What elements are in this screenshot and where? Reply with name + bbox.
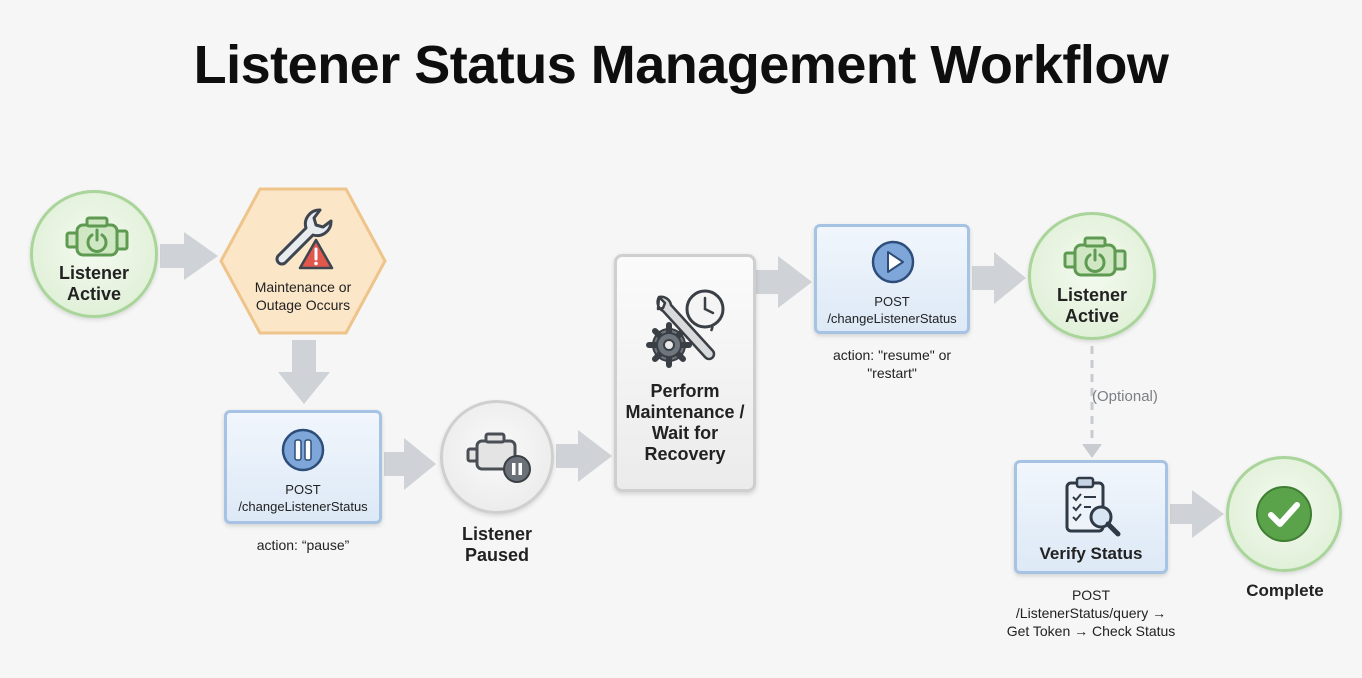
- verify-status-node: Verify Status: [1014, 460, 1168, 574]
- resume-caption: action: "resume" or "restart": [832, 347, 952, 381]
- maintenance-outage-node: Maintenance or Outage Occurs: [218, 186, 388, 336]
- node-label: POST /changeListenerStatus: [827, 294, 957, 326]
- listener-active-start-node: Listener Active: [30, 190, 158, 318]
- play-icon: [871, 240, 915, 284]
- arrow-pause-to-paused: [384, 438, 436, 490]
- node-label: Listener Active: [58, 263, 130, 304]
- listener-paused-node: [440, 400, 554, 514]
- pause-icon: [281, 428, 325, 472]
- listener-paused-label: Listener Paused: [461, 524, 533, 565]
- arrow-active-to-maintenance: [160, 232, 218, 280]
- diagram-title: Listener Status Management Workflow: [193, 35, 1169, 95]
- node-label: Perform Maintenance / Wait for Recovery: [625, 381, 745, 464]
- node-label: Verify Status: [1039, 544, 1143, 563]
- arrow-maintenance-to-resume: [756, 256, 812, 308]
- arrow-resume-to-active: [972, 252, 1026, 304]
- node-label: Listener Active: [1056, 285, 1128, 326]
- listener-active-end-node: Listener Active: [1028, 212, 1156, 340]
- wrench-warning-icon: [275, 208, 334, 270]
- optional-label: (Optional): [1092, 388, 1158, 405]
- perform-maintenance-node: Perform Maintenance / Wait for Recovery: [614, 254, 756, 492]
- pause-request-node: POST /changeListenerStatus: [224, 410, 382, 524]
- checkmark-icon: [1256, 486, 1312, 542]
- engine-power-icon: [65, 216, 129, 257]
- arrow-verify-to-complete: [1170, 490, 1224, 538]
- verify-caption: POST /ListenerStatus/query → Get Token →…: [1006, 587, 1176, 639]
- arrow-active-to-verify-optional: [1082, 346, 1102, 458]
- resume-request-node: POST /changeListenerStatus: [814, 224, 970, 334]
- tools-clock-icon: [646, 289, 725, 368]
- complete-node: [1226, 456, 1342, 572]
- arrow-maintenance-to-pause: [278, 340, 330, 404]
- engine-power-icon: [1063, 236, 1127, 277]
- engine-paused-icon: [466, 432, 531, 483]
- node-label: POST /changeListenerStatus: [238, 482, 368, 514]
- node-label: Maintenance or Outage Occurs: [254, 279, 352, 313]
- pause-caption: action: “pause”: [256, 537, 350, 553]
- clipboard-search-icon: [1065, 476, 1121, 537]
- complete-label: Complete: [1246, 581, 1324, 600]
- arrow-paused-to-maintenance: [556, 430, 612, 482]
